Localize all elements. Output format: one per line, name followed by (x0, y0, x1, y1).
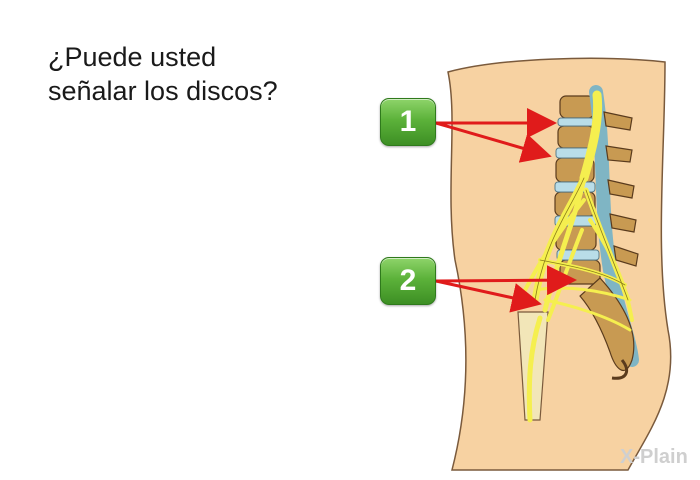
answer-button-1[interactable]: 1 (380, 98, 436, 146)
sacrum (579, 277, 635, 372)
arrow-1b (435, 121, 552, 163)
xplain-logo: X-Plain (620, 446, 688, 468)
spinous-processes (603, 111, 639, 267)
answer-button-2[interactable]: 2 (380, 257, 436, 305)
question-text: ¿Puede usted señalar los discos? (48, 40, 348, 108)
pointer-arrows (435, 108, 577, 313)
question-line-1: ¿Puede usted (48, 42, 217, 72)
spinal-cord (579, 90, 603, 183)
arrow-2b (435, 279, 542, 313)
arrow-2a (435, 265, 577, 296)
coccyx (611, 359, 629, 380)
question-line-2: señalar los discos? (48, 76, 278, 106)
